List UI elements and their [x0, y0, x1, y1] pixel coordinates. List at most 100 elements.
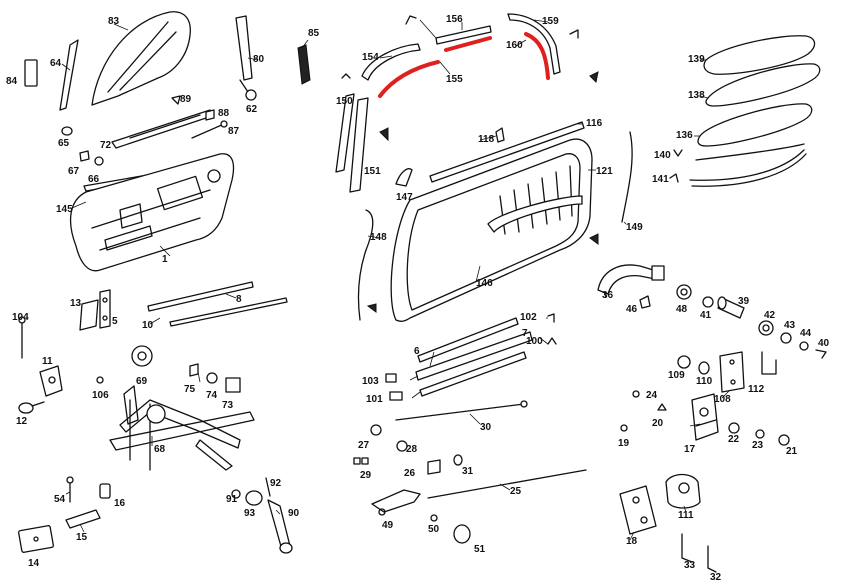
label-72: 72	[100, 140, 112, 151]
cylinder-39	[717, 296, 745, 319]
part-46	[639, 295, 651, 309]
clip-103	[385, 373, 397, 383]
label-46: 46	[626, 304, 638, 315]
label-150: 150	[336, 96, 353, 107]
door-trim-panel	[390, 138, 593, 322]
label-31: 31	[462, 466, 474, 477]
seal-155-highlighted	[378, 36, 492, 98]
label-159: 159	[542, 16, 559, 27]
label-21: 21	[786, 446, 798, 457]
label-30: 30	[480, 422, 492, 433]
label-111: 111	[678, 510, 694, 521]
washer-91	[231, 489, 241, 499]
handle-36	[597, 264, 665, 295]
label-156: 156	[446, 14, 463, 25]
piece-147	[395, 168, 413, 187]
clip-left	[341, 73, 351, 79]
label-62: 62	[246, 104, 258, 115]
label-140: 140	[654, 150, 671, 161]
label-28: 28	[406, 444, 418, 455]
label-23: 23	[752, 440, 764, 451]
clip-75	[189, 363, 199, 377]
label-11: 11	[42, 356, 53, 367]
part-109	[677, 355, 691, 369]
armrest-136	[697, 103, 813, 147]
label-14: 14	[28, 558, 40, 569]
clip-right	[589, 71, 599, 84]
screw-50	[430, 514, 438, 522]
label-41: 41	[700, 310, 712, 321]
cap-16	[99, 483, 111, 499]
clip-141	[669, 173, 679, 183]
rail-6	[415, 331, 533, 381]
label-121: 121	[596, 166, 613, 177]
label-15: 15	[76, 532, 88, 543]
label-10: 10	[142, 320, 154, 331]
vent-piece	[24, 59, 38, 87]
part-110	[698, 361, 710, 375]
label-29: 29	[360, 470, 372, 481]
armrest-138	[705, 63, 821, 107]
label-22: 22	[728, 434, 740, 445]
clip-140	[673, 149, 683, 157]
clip-20	[657, 403, 667, 411]
label-118: 118	[478, 134, 495, 145]
crank-92	[265, 477, 271, 497]
label-39: 39	[738, 296, 750, 307]
label-91: 91	[226, 494, 238, 505]
frame-159	[507, 13, 561, 75]
rail-7	[417, 317, 519, 363]
label-65: 65	[58, 138, 70, 149]
channel-151	[349, 97, 369, 193]
label-110: 110	[696, 376, 713, 387]
roller-69	[131, 345, 153, 367]
label-139: 139	[688, 54, 705, 65]
label-40: 40	[818, 338, 830, 349]
label-42: 42	[764, 310, 776, 321]
nut-65	[61, 126, 73, 136]
label-7: 7	[522, 328, 528, 339]
bracket-32	[707, 545, 717, 573]
label-160: 160	[506, 40, 523, 51]
rod-25	[427, 469, 587, 499]
crank-handle-90	[267, 499, 293, 554]
screw-24	[632, 390, 640, 398]
label-20: 20	[652, 418, 664, 429]
label-108: 108	[714, 394, 731, 405]
latch-plate	[719, 351, 745, 393]
window-rail	[111, 109, 213, 149]
label-85: 85	[308, 28, 320, 39]
bolt-104	[18, 316, 26, 359]
label-93: 93	[244, 508, 256, 519]
label-33: 33	[684, 560, 696, 571]
screw-106	[96, 376, 104, 384]
handle-15	[65, 509, 101, 529]
label-116: 116	[586, 118, 603, 129]
door-inner-shell	[69, 153, 235, 272]
label-68: 68	[154, 444, 166, 455]
window-regulator	[109, 385, 255, 471]
label-69: 69	[136, 376, 148, 387]
lock-18	[619, 485, 657, 535]
part-27	[370, 424, 382, 436]
clip-101	[389, 391, 403, 401]
strip-154	[361, 43, 421, 81]
glass-channel-right	[235, 15, 253, 93]
label-5: 5	[112, 316, 118, 327]
crank-boss-93	[245, 490, 263, 506]
plate-14	[17, 525, 55, 553]
label-64: 64	[50, 58, 62, 69]
label-151: 151	[364, 166, 381, 177]
armrest-139	[703, 35, 816, 75]
strip-116	[429, 121, 585, 183]
part-88	[205, 109, 215, 121]
clip-118	[495, 127, 505, 143]
screw-54	[66, 476, 74, 503]
label-92: 92	[270, 478, 282, 489]
clip-mid	[379, 127, 389, 142]
rail-10	[169, 297, 288, 327]
label-147: 147	[396, 192, 413, 203]
part-21	[778, 434, 790, 446]
rod-30	[395, 400, 528, 421]
